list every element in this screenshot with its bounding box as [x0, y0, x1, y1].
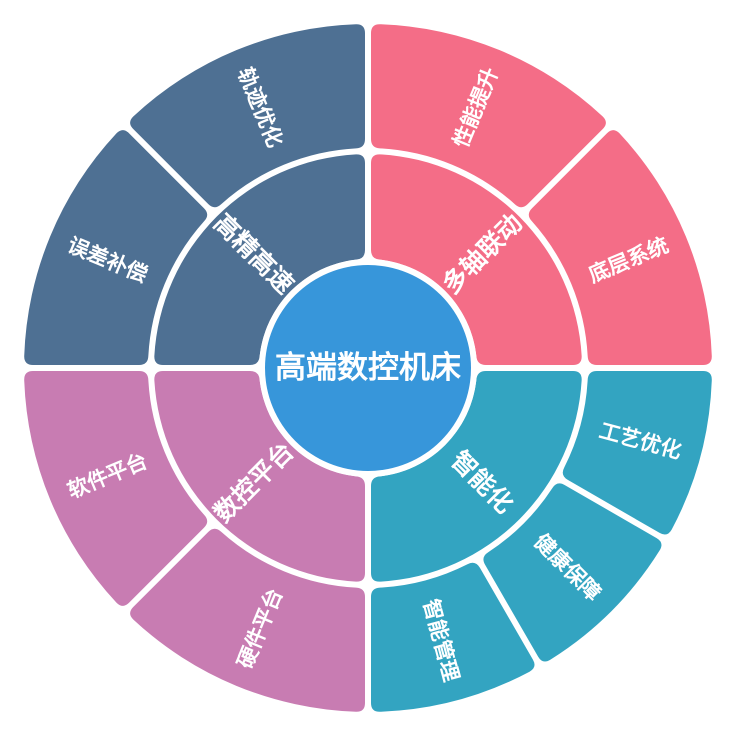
center-node: 高端数控机床 — [259, 259, 477, 477]
subcategory-segment — [24, 371, 208, 606]
subcategory-segment — [371, 562, 535, 712]
center-circle — [265, 265, 471, 471]
subcategory-segment — [562, 371, 712, 535]
subcategory-segment — [483, 483, 662, 662]
center-label: 高端数控机床 — [275, 350, 461, 386]
subcategory-segment — [130, 528, 365, 712]
category-segment — [371, 154, 582, 365]
category-segment — [154, 371, 365, 582]
category-segment — [371, 371, 582, 582]
category-segment — [154, 154, 365, 365]
subcategory-segment — [371, 24, 606, 208]
subcategory-segment — [130, 24, 365, 208]
subcategory-segment — [24, 130, 208, 365]
subcategory-segment — [528, 130, 712, 365]
